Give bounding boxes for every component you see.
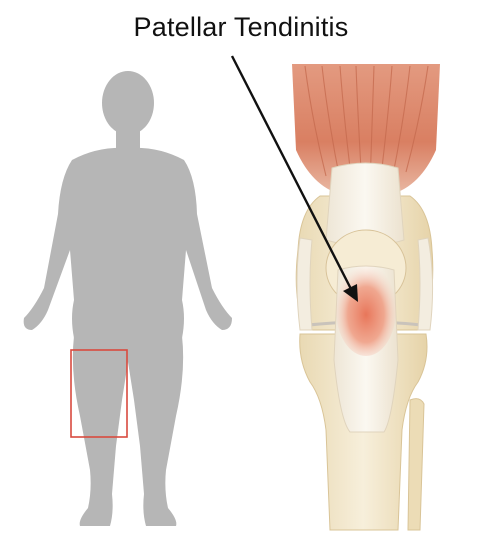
human-silhouette	[24, 71, 232, 526]
fibula-bone	[408, 399, 424, 530]
knee-anatomy-illustration	[292, 64, 440, 530]
